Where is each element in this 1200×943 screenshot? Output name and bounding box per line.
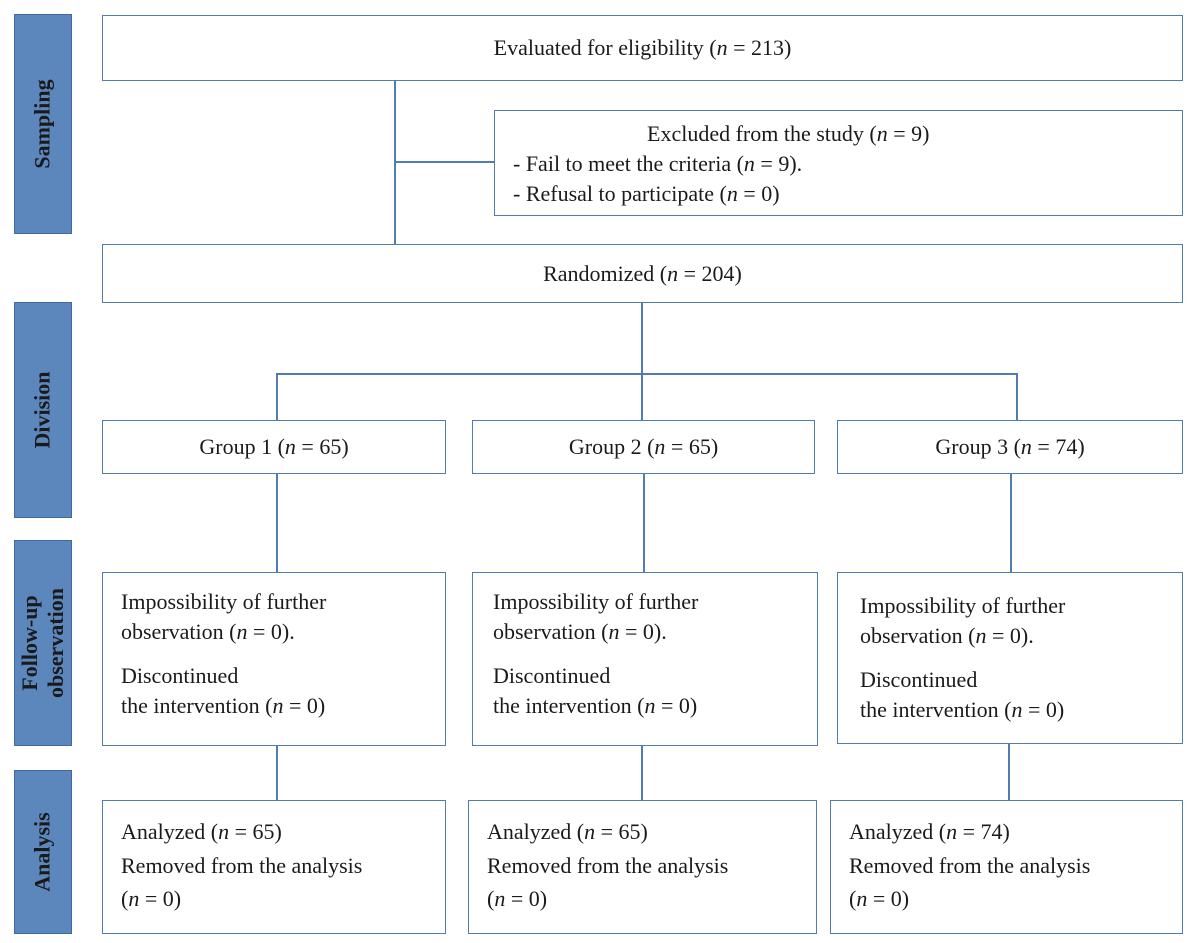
group-box-3: Group 3 (n = 74): [837, 420, 1183, 474]
followup-3-line2: observation (n = 0).: [860, 623, 1034, 648]
connector-group2-analysis: [641, 746, 643, 800]
connector-randomized-down: [641, 302, 643, 374]
connector-group2-followup: [643, 474, 645, 572]
analysis-box-1: Analyzed (n = 65) Removed from the analy…: [102, 800, 446, 934]
stage-sampling-label: Sampling: [30, 79, 56, 169]
excluded-item-refusal: - Refusal to participate (n = 0): [513, 181, 780, 206]
stage-division-label: Division: [30, 371, 55, 449]
followup-2-line2: observation (n = 0).: [493, 619, 667, 644]
connector-groups-horizontal: [276, 373, 1018, 375]
randomized-box: Randomized (n = 204): [102, 244, 1183, 303]
followup-1-line4: the intervention (n = 0): [121, 693, 326, 718]
followup-box-1: Impossibility of further observation (n …: [102, 572, 446, 746]
followup-3-line1: Impossibility of further: [860, 593, 1066, 618]
analysis-2-removed-n: (n = 0): [487, 886, 548, 911]
analysis-box-2: Analyzed (n = 65) Removed from the analy…: [468, 800, 817, 934]
analysis-box-3: Analyzed (n = 74) Removed from the analy…: [830, 800, 1183, 934]
connector-group2-top: [641, 373, 643, 420]
stage-analysis-label: Analysis: [30, 812, 56, 892]
group-3-label: Group 3 (n = 74): [935, 434, 1085, 459]
group-2-label: Group 2 (n = 65): [568, 434, 719, 459]
followup-box-3: Impossibility of further observation (n …: [837, 572, 1183, 744]
stage-division: Division: [14, 302, 72, 518]
followup-1-line1: Impossibility of further: [121, 589, 327, 614]
followup-3-line4: the intervention (n = 0): [860, 697, 1065, 722]
stage-sampling: Sampling: [14, 14, 72, 234]
connector-group1-followup: [276, 474, 278, 572]
analysis-2-removed: Removed from the analysis: [487, 853, 729, 878]
stage-follow-up-line2: observation: [43, 588, 68, 698]
followup-2-line4: the intervention (n = 0): [493, 693, 698, 718]
connector-group3-followup: [1010, 474, 1012, 572]
eligibility-text: Evaluated for eligibility (n = 213): [493, 35, 792, 60]
excluded-title: Excluded from the study (n = 9): [647, 121, 930, 146]
connector-group3-analysis: [1008, 744, 1010, 800]
analysis-1-analyzed: Analyzed (n = 65): [121, 819, 282, 844]
followup-1-line3: Discontinued: [121, 663, 239, 688]
connector-group1-top: [276, 373, 278, 420]
followup-2-line3: Discontinued: [493, 663, 611, 688]
analysis-3-removed: Removed from the analysis: [849, 853, 1091, 878]
followup-box-2: Impossibility of further observation (n …: [472, 572, 818, 746]
analysis-1-removed: Removed from the analysis: [121, 853, 363, 878]
stage-follow-up-line1: Follow-up: [17, 595, 42, 691]
stage-analysis: Analysis: [14, 770, 72, 934]
excluded-item-criteria: - Fail to meet the criteria (n = 9).: [513, 151, 803, 176]
followup-1-line2: observation (n = 0).: [121, 619, 295, 644]
stage-follow-up: Follow-up observation: [14, 540, 72, 746]
followup-3-line3: Discontinued: [860, 667, 978, 692]
stage-follow-up-label: Follow-up observation: [17, 588, 69, 698]
excluded-box: Excluded from the study (n = 9) - Fail t…: [494, 110, 1183, 216]
analysis-2-analyzed: Analyzed (n = 65): [487, 819, 648, 844]
connector-group3-top: [1016, 373, 1018, 420]
group-box-2: Group 2 (n = 65): [472, 420, 815, 474]
eligibility-box: Evaluated for eligibility (n = 213): [102, 15, 1183, 81]
connector-group1-analysis: [276, 746, 278, 800]
randomized-text: Randomized (n = 204): [543, 260, 742, 286]
analysis-1-removed-n: (n = 0): [121, 886, 182, 911]
analysis-3-removed-n: (n = 0): [849, 886, 910, 911]
connector-to-excluded: [394, 161, 495, 163]
analysis-3-analyzed: Analyzed (n = 74): [849, 819, 1010, 844]
followup-2-line1: Impossibility of further: [493, 589, 699, 614]
group-1-label: Group 1 (n = 65): [199, 434, 349, 459]
group-box-1: Group 1 (n = 65): [102, 420, 446, 474]
